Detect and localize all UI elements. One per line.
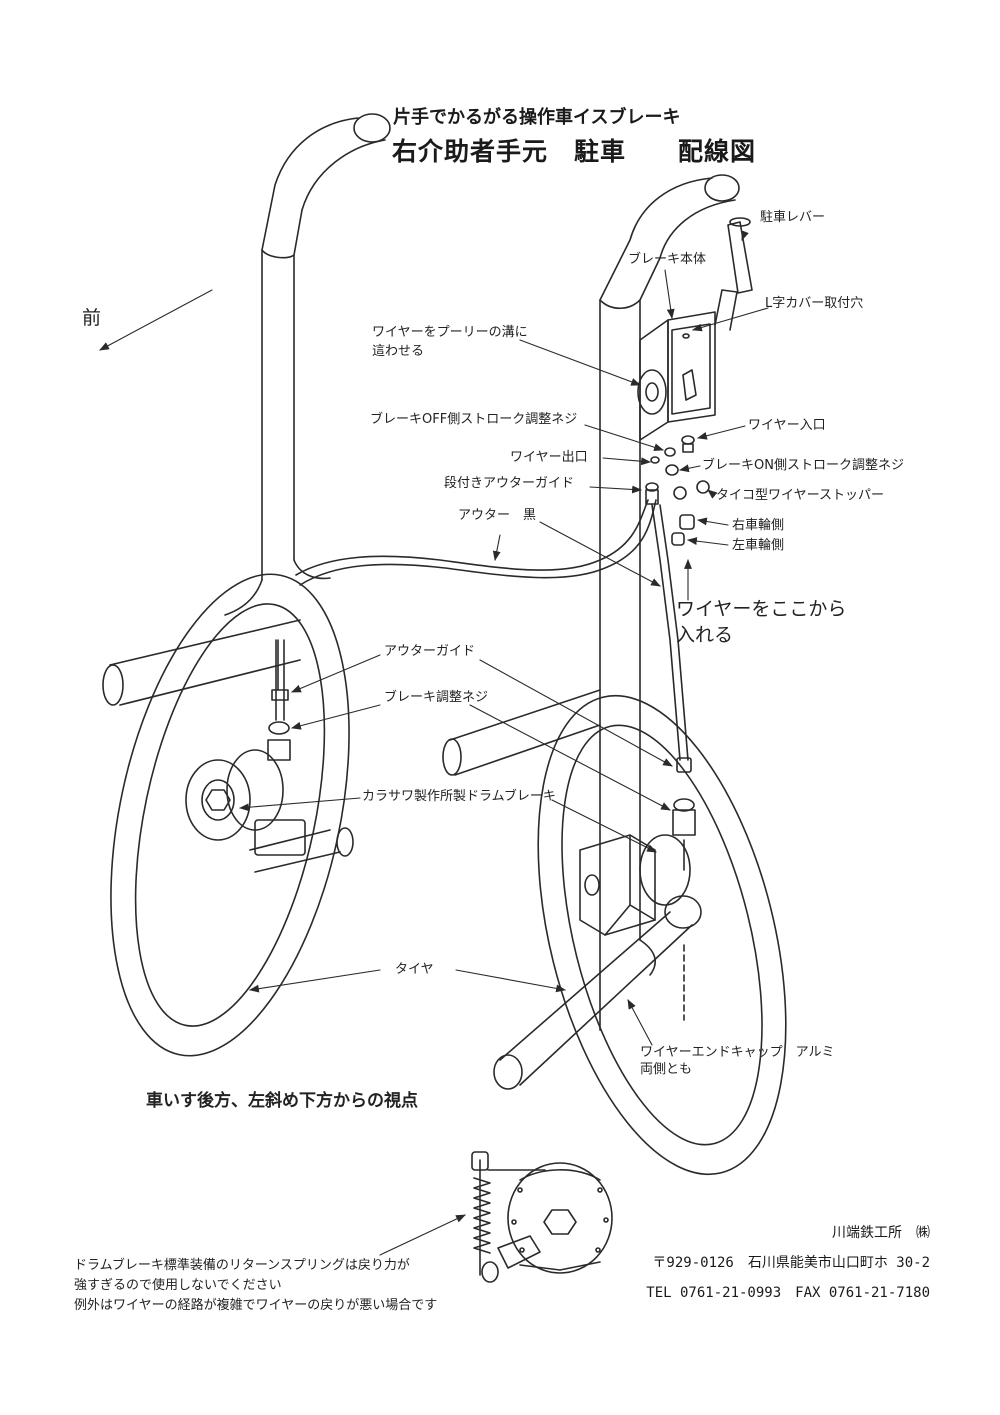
note-line2: 強すぎるので使用しないでください — [74, 1278, 282, 1293]
cross-braces — [102, 619, 601, 873]
company-address: 〒929-0126 石川県能美市山口町ホ 30-2 — [652, 1255, 930, 1271]
brake-adjust-screw-label: ブレーキ調整ネジ — [384, 690, 489, 705]
end-cap-label-line1: ワイヤーエンドキャップ アルミ — [640, 1045, 835, 1060]
note-line3: 例外はワイヤーの経路が複雑でワイヤーの戻りが悪い場合です — [74, 1298, 438, 1313]
outer-black-label: アウター 黒 — [458, 508, 537, 523]
brake-body-label: ブレーキ本体 — [628, 252, 707, 267]
insert-wire-label-line2: 入れる — [676, 624, 734, 646]
left-wheel-side-label: 左車輪側 — [732, 538, 785, 553]
tyco-stopper-label: タイコ型ワイヤーストッパー — [716, 488, 884, 503]
wire-outlet-label: ワイヤー出口 — [510, 450, 588, 465]
note-line1: ドラムブレーキ標準装備のリターンスプリングは戻り力が — [74, 1258, 410, 1273]
tire-label: タイヤ — [395, 962, 434, 977]
wire-inlet-label: ワイヤー入口 — [748, 418, 826, 433]
l-cover-hole-label: L字カバー取付穴 — [765, 296, 864, 311]
leader-arrows — [99, 230, 769, 1256]
stepped-outer-guide-label: 段付きアウターガイド — [444, 476, 575, 491]
parking-lever-label: 駐車レバー — [760, 210, 826, 225]
drum-brake-label: カラサワ製作所製ドラムブレーキ — [362, 789, 556, 804]
company-phone: TEL 0761-21-0993 FAX 0761-21-7180 — [646, 1285, 930, 1301]
wire-hardware — [645, 435, 710, 546]
front-direction-label: 前 — [82, 307, 102, 329]
outer-guide-label: アウターガイド — [384, 644, 476, 659]
view-point-caption: 車いす後方、左斜め下方からの視点 — [146, 1091, 418, 1111]
diagram-title: 右介助者手元 駐車 配線図 — [392, 137, 757, 166]
brake-off-screw-label: ブレーキOFF側ストローク調整ネジ — [370, 412, 578, 427]
wire-pulley-label-line1: ワイヤーをプーリーの溝に — [372, 325, 528, 340]
right-drum-brake — [493, 798, 702, 1090]
company-name: 川端鉄工所 ㈱ — [832, 1225, 930, 1241]
right-frame — [599, 174, 740, 1031]
return-spring-detail — [471, 1151, 613, 1283]
left-frame — [224, 113, 391, 616]
left-drum-brake — [185, 639, 306, 856]
end-cap-label-line2: 両側とも — [640, 1062, 693, 1077]
right-wheel-side-label: 右車輪側 — [732, 518, 785, 533]
wire-pulley-label-line2: 這わせる — [372, 344, 425, 359]
diagram-subtitle: 片手でかるがる操作車イスブレーキ — [393, 107, 681, 128]
left-wheel — [110, 573, 350, 1057]
outer-cable-black — [277, 499, 692, 773]
right-wheel — [537, 694, 787, 1176]
insert-wire-label-line1: ワイヤーをここから — [676, 598, 847, 620]
brake-on-screw-label: ブレーキON側ストローク調整ネジ — [702, 458, 904, 473]
